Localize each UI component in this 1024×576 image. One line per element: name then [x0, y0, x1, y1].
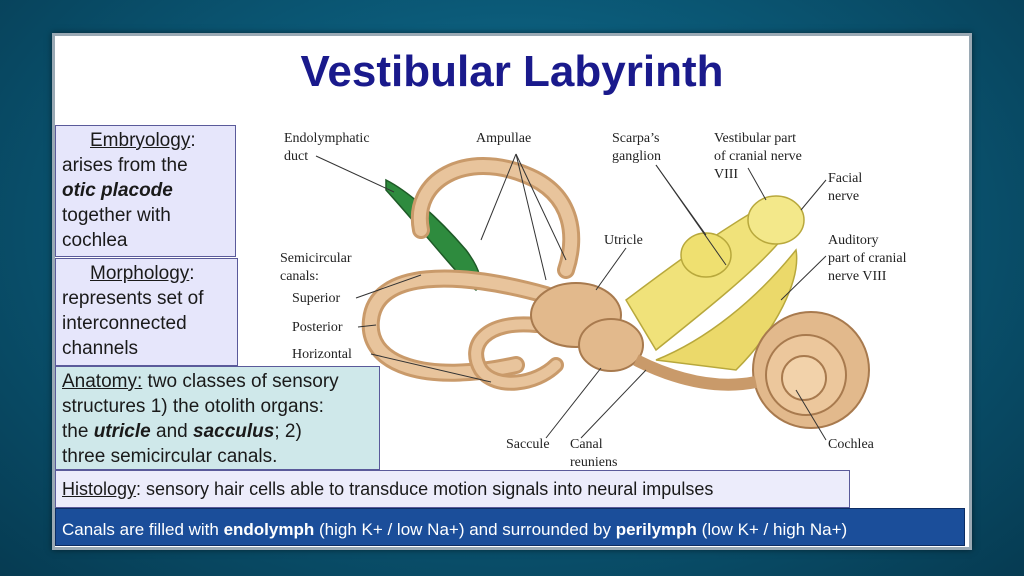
anatomy-heading: Anatomy: [62, 371, 143, 392]
anatomy-text3b: and [150, 421, 193, 442]
label-canal-1: Canal [570, 437, 603, 452]
embryology-line4: cochlea [62, 230, 128, 251]
anatomy-line1: Anatomy: two classes of sensory [62, 369, 373, 394]
anatomy-sacculus: sacculus [193, 421, 275, 442]
slide-title: Vestibular Labyrinth [300, 47, 724, 96]
embryology-colon: : [190, 130, 196, 151]
labyrinth-diagram: Endolymphatic duct Ampullae Scarpa’s gan… [280, 131, 907, 470]
embryology-line3: together with [62, 205, 171, 226]
label-facial-2: nerve [828, 189, 859, 204]
morphology-line1: represents set of [62, 288, 204, 309]
label-canal-2: reuniens [570, 455, 617, 470]
canals-box: Canals are filled with endolymph (high K… [55, 508, 965, 546]
label-facial-1: Facial [828, 171, 862, 186]
morphology-line3: channels [62, 338, 139, 359]
label-semicircular-2: canals: [280, 269, 319, 284]
label-posterior: Posterior [292, 320, 343, 335]
anatomy-line4: three semicircular canals. [62, 446, 278, 467]
histology-text: : sensory hair cells able to transduce m… [136, 479, 714, 499]
label-auditory-2: part of cranial [828, 251, 907, 266]
embryology-line1: arises from the [62, 155, 188, 176]
posterior-canal-inner [364, 272, 552, 379]
canals-t3: (low K+ / high Na+) [696, 520, 848, 539]
label-vestibular-2: of cranial nerve [714, 149, 802, 164]
canal-reuniens-shape [633, 354, 758, 391]
scarpas-ganglion-shape [680, 232, 732, 278]
anatomy-line2: structures 1) the otolith organs: [62, 396, 324, 417]
canals-t1: Canals are filled with [62, 520, 224, 539]
saccule-shape [578, 318, 644, 372]
embryology-heading-line: Embryology: [62, 128, 229, 153]
label-scarpas-2: ganglion [612, 149, 661, 164]
morphology-heading-line: Morphology: [62, 261, 231, 286]
embryology-box: Embryology: arises from the otic placode… [55, 125, 236, 257]
cochlea-inner [781, 355, 827, 401]
label-superior: Superior [292, 291, 341, 306]
morphology-box: Morphology: represents set of interconne… [55, 258, 238, 366]
embryology-heading: Embryology [90, 130, 191, 151]
label-vestibular-1: Vestibular part [714, 131, 796, 146]
anatomy-text1: two classes of sensory [142, 371, 339, 392]
anatomy-line3: the utricle and sacculus; 2) [62, 419, 373, 444]
anatomy-text3a: the [62, 421, 94, 442]
label-auditory-3: nerve VIII [828, 269, 887, 284]
label-cochlea: Cochlea [828, 437, 875, 452]
canals-t2: (high K+ / low Na+) and surrounded by [314, 520, 616, 539]
label-utricle: Utricle [604, 233, 643, 248]
label-horizontal: Horizontal [292, 347, 352, 362]
label-scarpas-1: Scarpa’s [612, 131, 659, 146]
label-semicircular-1: Semicircular [280, 251, 352, 266]
label-vestibular-3: VIII [714, 167, 738, 182]
canals-endolymph: endolymph [223, 520, 315, 539]
morphology-heading: Morphology [90, 263, 190, 284]
canals-perilymph: perilymph [615, 520, 697, 539]
label-saccule: Saccule [506, 437, 550, 452]
label-auditory-1: Auditory [828, 233, 879, 248]
morphology-line2: interconnected [62, 313, 187, 334]
embryology-term: otic placode [62, 180, 173, 201]
label-ampullae: Ampullae [476, 131, 531, 146]
anatomy-box: Anatomy: two classes of sensory structur… [55, 366, 380, 470]
histology-heading: Histology [62, 479, 137, 499]
morphology-colon: : [189, 263, 195, 284]
histology-box: Histology: sensory hair cells able to tr… [55, 470, 850, 508]
anatomy-text3c: ; 2) [274, 421, 302, 442]
label-endolymphatic-2: duct [284, 149, 308, 164]
horizontal-canal-inner [471, 319, 561, 388]
leader-lines [315, 153, 827, 441]
anatomy-utricle: utricle [93, 421, 151, 442]
label-endolymphatic-1: Endolymphatic [284, 131, 370, 146]
facial-nerve-root-shape [747, 195, 805, 245]
